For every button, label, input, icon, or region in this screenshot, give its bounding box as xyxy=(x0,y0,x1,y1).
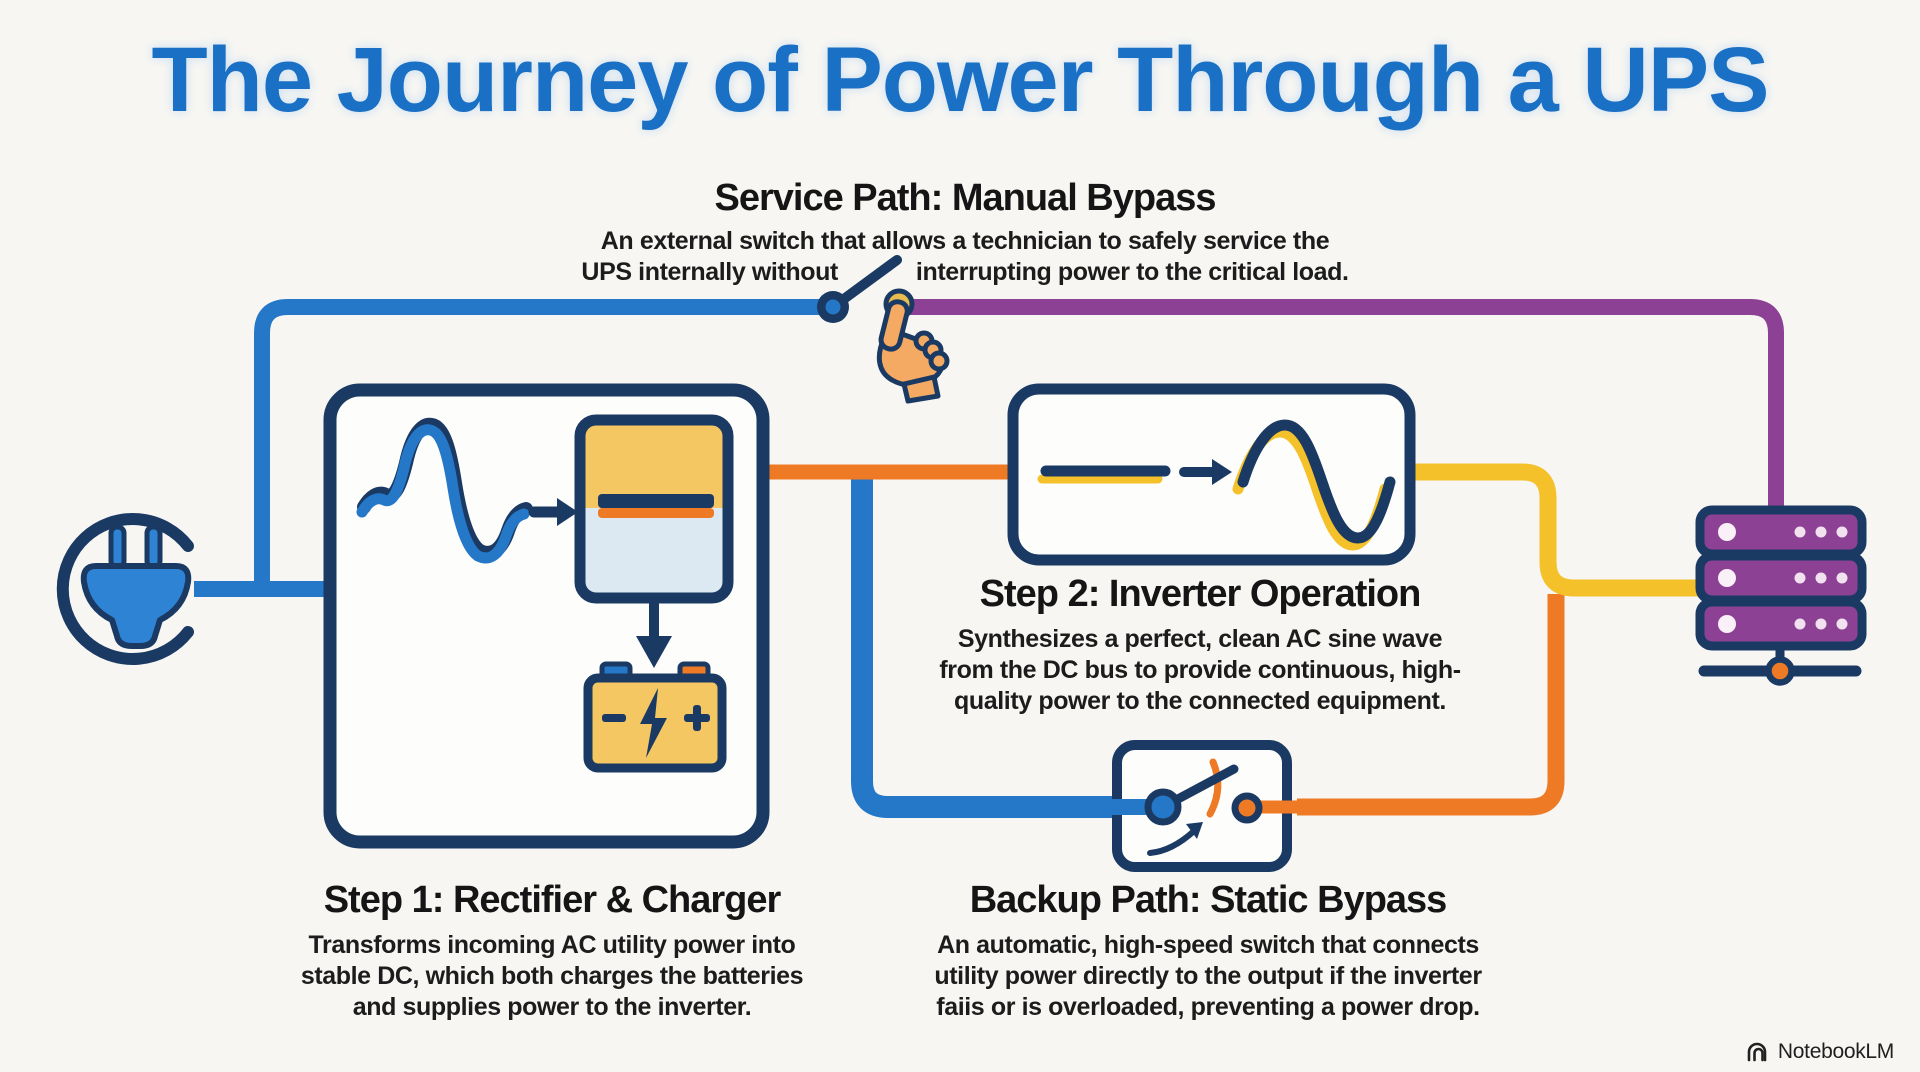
step1-heading: Step 1: Rectifier & Charger xyxy=(323,879,782,921)
inverter-output-wire xyxy=(1405,463,1712,597)
watermark-brand: NotebookLM xyxy=(1777,1040,1894,1063)
step1-line: Transforms incoming AC utility power int… xyxy=(308,931,796,959)
backup-path-caption: Backup Path: Static Bypass An automatic,… xyxy=(934,878,1482,1023)
server-rack-icon xyxy=(1695,505,1867,686)
inverter-box xyxy=(1007,383,1416,566)
service-path-caption: Service Path: Manual Bypass An external … xyxy=(460,176,1470,288)
battery-icon xyxy=(583,661,727,773)
notebooklm-logo-icon xyxy=(1747,1042,1767,1062)
manual-bypass-wire xyxy=(902,299,1784,520)
ac-sine-wave-icon xyxy=(356,417,533,564)
static-bypass-output-wire xyxy=(1297,594,1565,816)
service-path-line2: UPS internally without interrupting powe… xyxy=(460,257,1470,288)
step1-caption: Step 1: Rectifier & Charger Transforms i… xyxy=(300,878,804,1023)
dc-line-icon xyxy=(1037,465,1171,484)
service-path-line1: An external switch that allows a technic… xyxy=(600,227,1330,255)
step2-caption: Step 2: Inverter Operation Synthesizes a… xyxy=(939,572,1461,717)
power-plug-icon xyxy=(56,513,194,665)
charge-arrow-icon xyxy=(636,598,672,668)
rectifier-charger-icon xyxy=(574,414,734,604)
arrow-icon xyxy=(528,498,578,526)
step1-line: stable DC, which both charges the batter… xyxy=(300,962,804,990)
backup-path-line: An automatic, high-speed switch that con… xyxy=(937,931,1479,959)
hand-pointer-icon xyxy=(876,299,950,404)
step1-line: and supplies power to the inverter. xyxy=(352,993,752,1021)
watermark: NotebookLM xyxy=(1745,1040,1894,1064)
arrow-icon xyxy=(1179,459,1232,485)
step2-description: Synthesizes a perfect, clean AC sine wav… xyxy=(939,624,1461,717)
step1-description: Transforms incoming AC utility power int… xyxy=(300,930,804,1023)
service-path-heading: Service Path: Manual Bypass xyxy=(714,177,1217,219)
step2-heading: Step 2: Inverter Operation xyxy=(979,573,1422,615)
utility-branch-wire xyxy=(851,472,1125,818)
step2-line: Synthesizes a perfect, clean AC sine wav… xyxy=(957,625,1443,653)
step2-line: quality power to the connected equipment… xyxy=(954,687,1446,715)
rectifier-charger-box xyxy=(323,383,770,849)
inverter-sine-wave-icon xyxy=(1232,419,1396,551)
backup-path-line: faiis or is overloaded, preventing a pow… xyxy=(936,993,1480,1021)
backup-path-line: utility power directly to the output if … xyxy=(934,962,1482,990)
backup-path-heading: Backup Path: Static Bypass xyxy=(969,879,1448,921)
input-wire xyxy=(194,299,838,597)
backup-path-description: An automatic, high-speed switch that con… xyxy=(934,930,1482,1023)
service-path-line2-left: UPS internally without xyxy=(581,258,838,286)
service-path-line2-right: interrupting power to the critical load. xyxy=(915,258,1349,286)
page-title: The Journey of Power Through a UPS xyxy=(151,29,1769,131)
static-bypass-switch-icon xyxy=(1098,740,1302,872)
step2-line: from the DC bus to provide continuous, h… xyxy=(939,656,1461,684)
